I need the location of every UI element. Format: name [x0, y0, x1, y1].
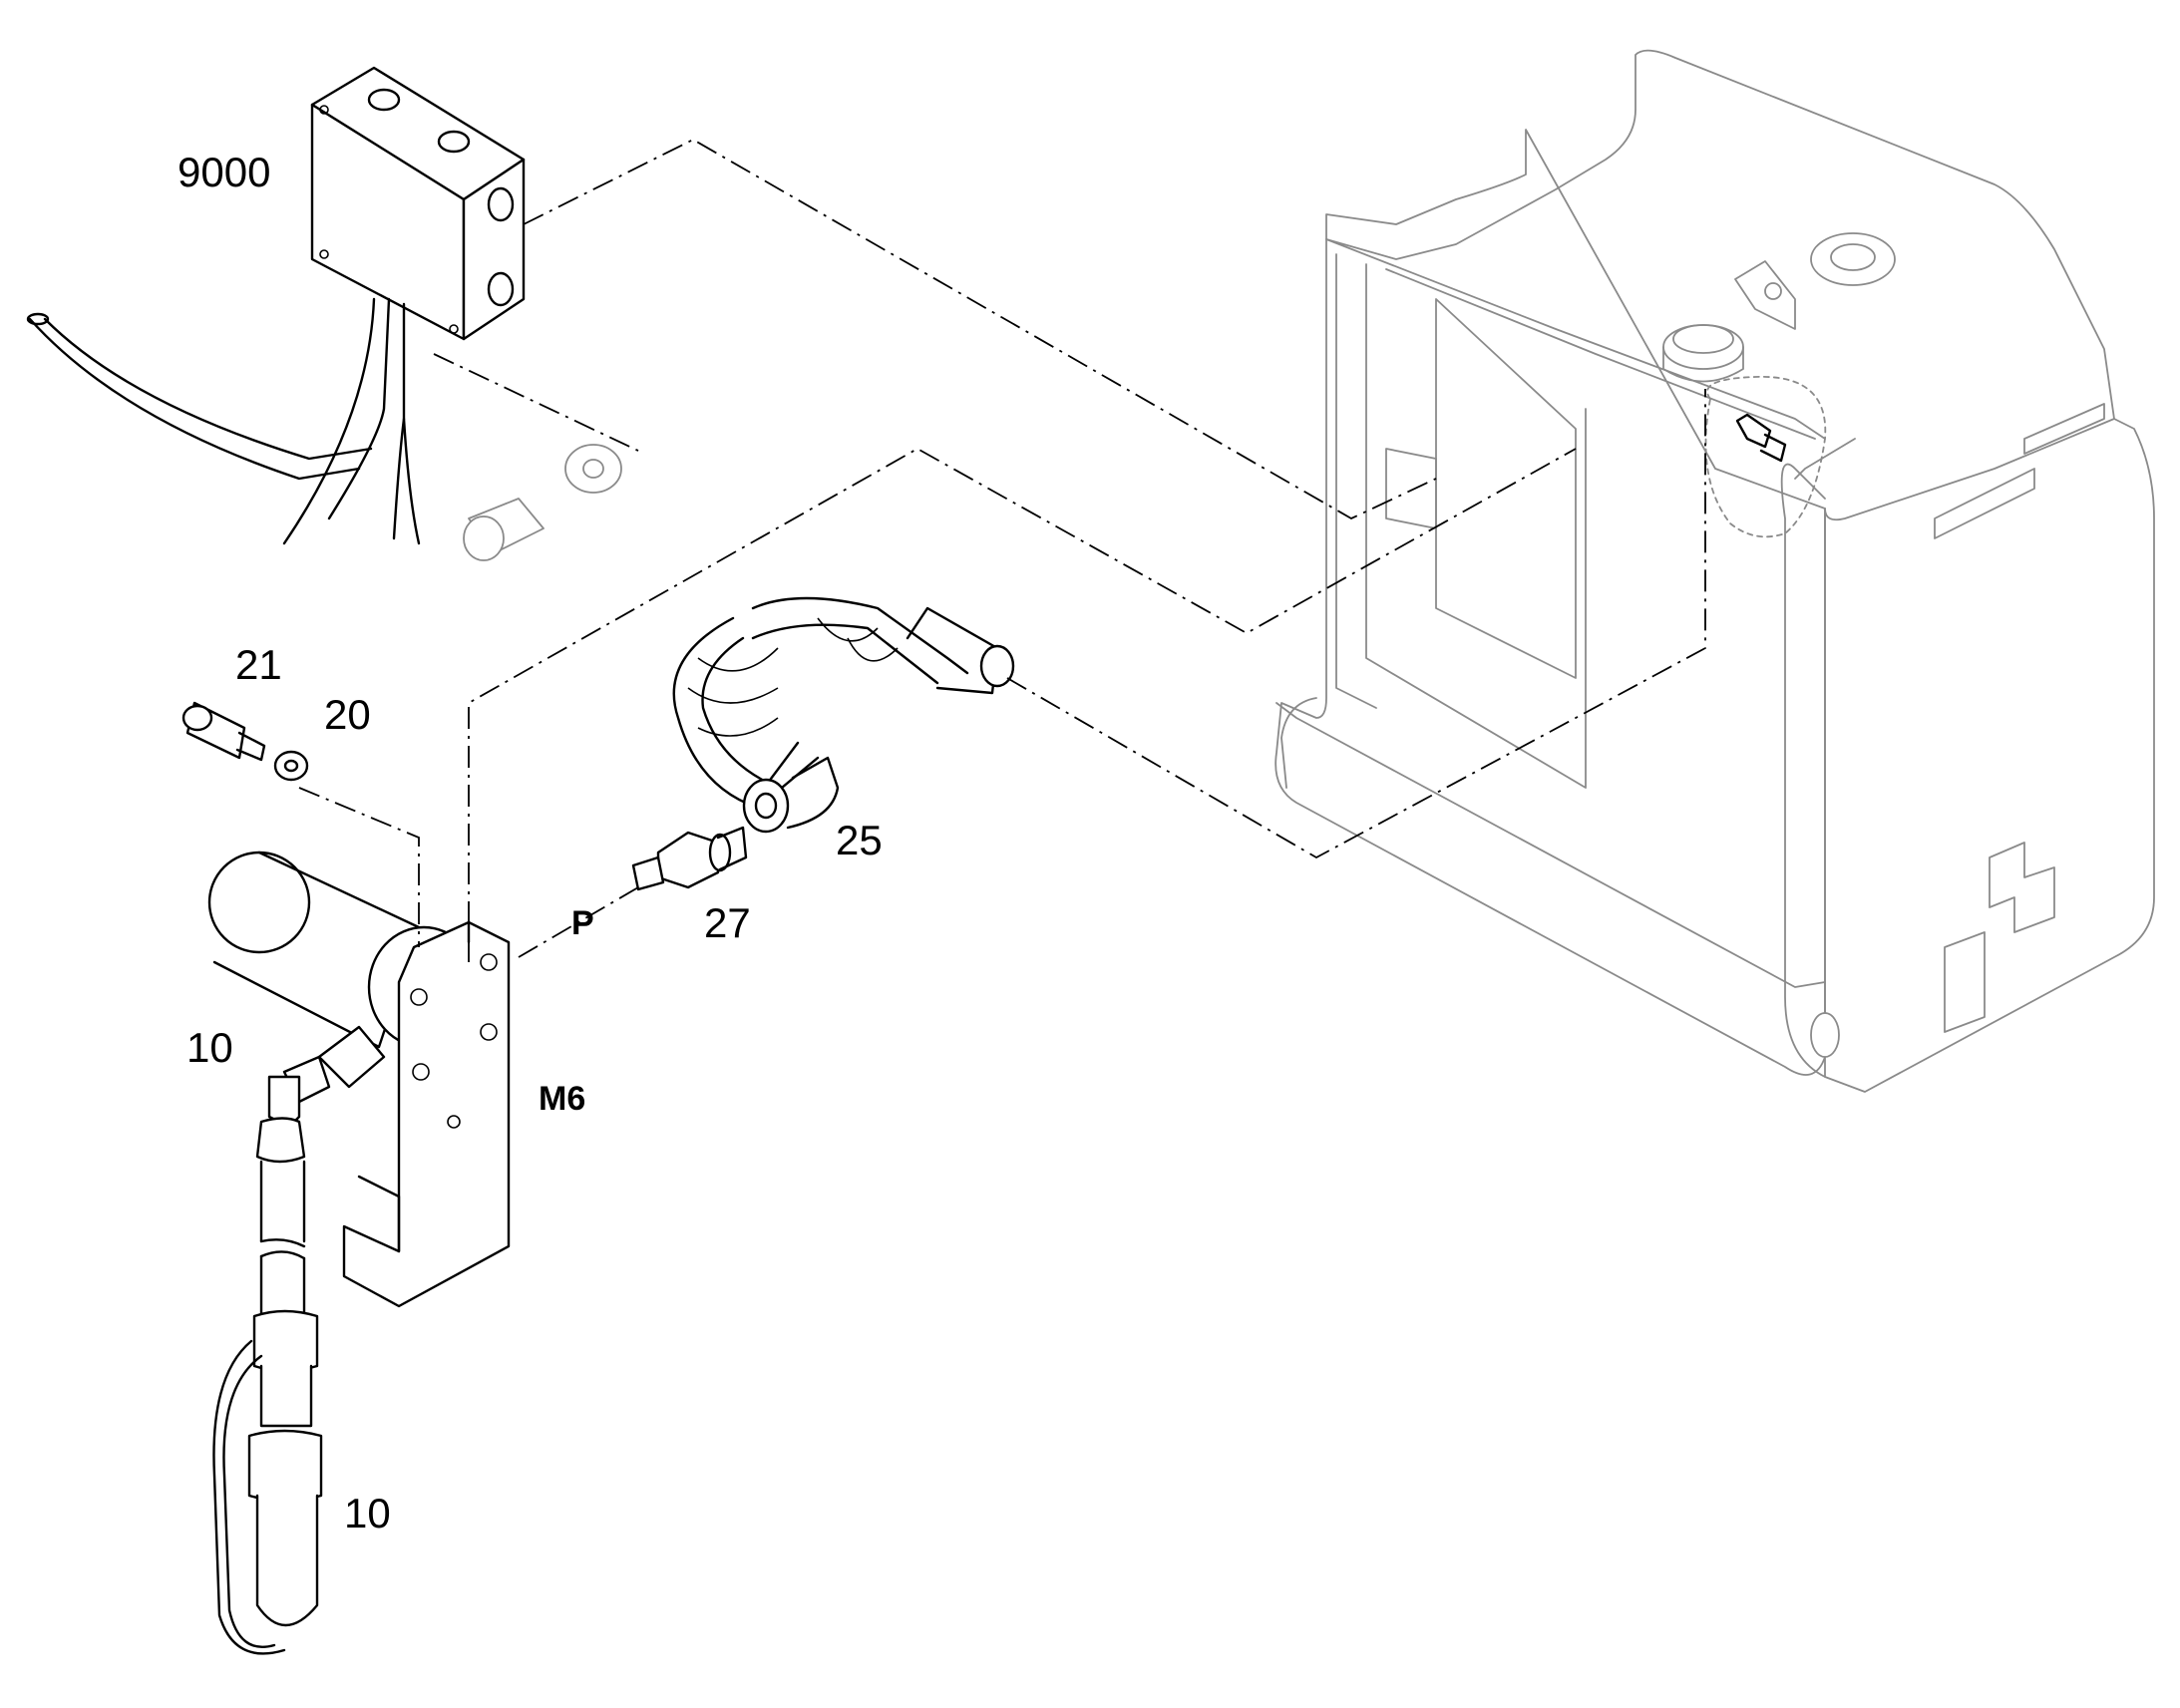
- pump-assembly: [207, 851, 511, 1655]
- cover-screw-grey: [463, 444, 622, 561]
- leader-lines: [298, 138, 1706, 962]
- callout-27: 27: [704, 899, 751, 946]
- callout-labels: 9000 21 20 25 27 P 10 M6 10: [178, 149, 883, 1537]
- callout-10-upper: 10: [186, 1024, 233, 1071]
- screw-and-washer: [182, 701, 309, 782]
- callout-25: 25: [836, 817, 883, 863]
- callout-21: 21: [235, 641, 282, 688]
- hose-assembly: [672, 596, 1015, 834]
- callout-p: P: [571, 904, 594, 942]
- fitting: [631, 826, 748, 891]
- callout-10-lower: 10: [344, 1490, 391, 1537]
- callout-9000: 9000: [178, 149, 270, 195]
- tank-housing: [1274, 49, 2155, 1093]
- callout-m6: M6: [539, 1080, 585, 1118]
- junction-box: [26, 66, 526, 545]
- callout-20: 20: [324, 691, 371, 738]
